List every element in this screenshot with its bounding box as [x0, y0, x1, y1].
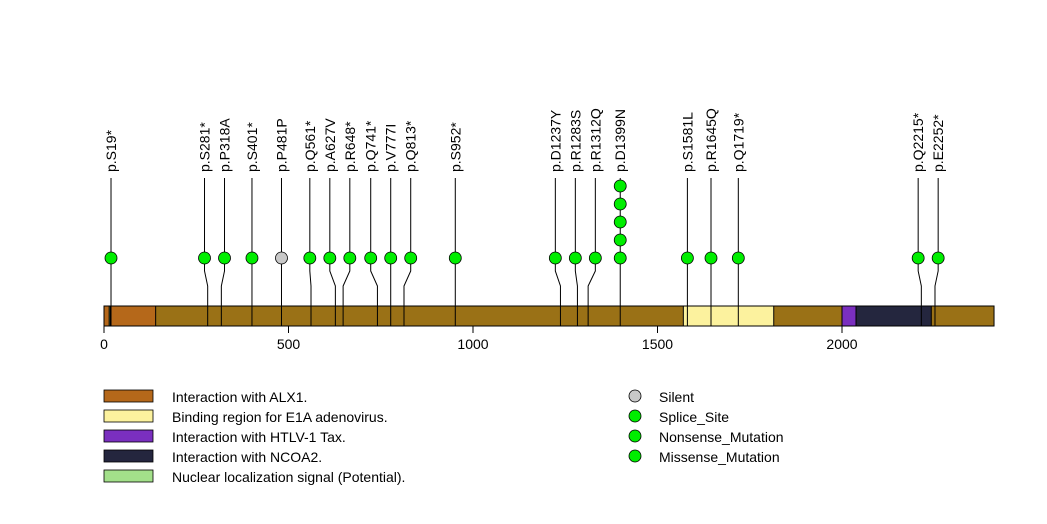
x-tick-label: 0 [100, 336, 108, 352]
legend-label: Splice_Site [659, 409, 729, 425]
legend-swatch [103, 389, 154, 403]
domain-box [841, 305, 857, 327]
mutation-dot [931, 251, 945, 265]
mutation-dot [343, 251, 357, 265]
lollipop-stem [370, 178, 378, 326]
mutation-dot [613, 215, 627, 229]
lollipop-stem [342, 178, 351, 326]
mutation-dot [680, 251, 694, 265]
mutation-dot [104, 251, 118, 265]
mutation-dot [613, 197, 627, 211]
legend-label: Silent [659, 389, 694, 405]
lollipop-stem [309, 178, 312, 326]
x-tick-label: 2000 [826, 336, 857, 352]
legend-label: Nonsense_Mutation [659, 429, 784, 445]
mutation-dot [568, 251, 582, 265]
mutation-label: p.Q813* [403, 120, 419, 172]
mutation-label: p.Q561* [302, 120, 318, 172]
mutation-label: p.D1399N [612, 109, 628, 172]
mutation-dot [364, 251, 378, 265]
mutation-label: p.S952* [447, 122, 463, 172]
legend-dot [628, 449, 642, 463]
lollipop-stem [574, 178, 578, 326]
mutation-label: p.R1312Q [587, 108, 603, 172]
legend-label: Interaction with ALX1. [172, 389, 307, 405]
mutation-dot [404, 251, 418, 265]
mutation-label: p.A627V [322, 118, 338, 172]
lollipop-stem [220, 178, 226, 326]
lollipop-stem [554, 178, 561, 326]
legend-swatch [103, 409, 154, 423]
lollipop-stem [204, 178, 209, 326]
legend-swatch [103, 469, 154, 483]
legend-label: Missense_Mutation [659, 449, 780, 465]
legend-label: Interaction with NCOA2. [172, 449, 322, 465]
mutation-label: p.Q741* [363, 120, 379, 172]
x-tick-label: 500 [277, 336, 301, 352]
mutation-dot [613, 251, 627, 265]
lollipop-stem [917, 178, 922, 326]
mutation-label: p.D1237Y [547, 109, 563, 172]
mutation-dot [218, 251, 231, 265]
mutation-label: p.V777I [383, 124, 399, 172]
mutation-dot [384, 251, 398, 265]
x-tick-label: 1000 [457, 336, 488, 352]
domain-box [682, 305, 775, 327]
mutation-label: p.R648* [342, 121, 358, 172]
mutation-dot [245, 251, 259, 265]
lollipop-stem [403, 178, 412, 326]
lollipop-stem [329, 178, 336, 326]
domain-box [103, 305, 157, 327]
mutation-dot [275, 251, 288, 265]
lollipop-stem [934, 178, 939, 326]
domain-box [855, 305, 932, 327]
mutation-dot [448, 251, 462, 265]
mutation-dot [548, 251, 562, 265]
legend-dot [628, 429, 642, 443]
mutation-dot [613, 233, 627, 247]
mutation-dot [588, 251, 602, 265]
mutation-label: p.E2252* [930, 114, 946, 172]
mutation-dot [911, 251, 925, 265]
legend-label: Nuclear localization signal (Potential). [172, 469, 405, 485]
mutation-label: p.R1645Q [703, 108, 719, 172]
mutation-label: p.S401* [244, 122, 260, 172]
mutation-dot [731, 251, 745, 265]
mutation-label: p.S1581L [679, 112, 695, 172]
mutation-dot [613, 179, 627, 193]
mutation-label: p.R1283S [567, 110, 583, 172]
mutation-label: p.P481P [273, 118, 289, 172]
legend-swatch [103, 449, 154, 463]
mutation-label: p.Q2215* [910, 112, 926, 172]
mutation-label: p.S281* [197, 122, 213, 172]
legend-dot [628, 389, 642, 403]
legend-label: Interaction with HTLV-1 Tax. [172, 429, 346, 445]
mutation-label: p.S19* [103, 129, 119, 172]
legend-dot [628, 409, 642, 423]
legend-label: Binding region for E1A adenovirus. [172, 409, 388, 425]
mutation-label: p.Q1719* [730, 112, 746, 172]
x-tick-label: 1500 [642, 336, 673, 352]
mutation-label: p.P318A [217, 118, 233, 172]
mutation-dot [323, 251, 337, 265]
mutation-dot [198, 251, 211, 265]
lollipop-stem [587, 178, 596, 326]
legend-swatch [103, 429, 154, 443]
mutation-dot [303, 251, 317, 265]
domain-box [108, 305, 111, 327]
mutation-dot [704, 251, 718, 265]
